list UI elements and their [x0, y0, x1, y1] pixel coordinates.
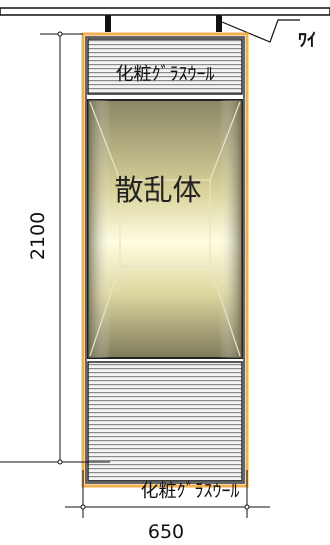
width-dim-label: 650	[148, 521, 184, 543]
bottom-glasswool-panel	[87, 361, 243, 482]
height-dim-tick-top	[57, 31, 63, 37]
scatter-label: 散乱体	[114, 173, 201, 207]
height-dim-tick-bottom	[57, 459, 63, 465]
width-dim-tick-right	[244, 504, 250, 510]
hanger-right	[216, 15, 222, 32]
hanger-left	[105, 15, 111, 32]
width-dim-tick-left	[80, 504, 86, 510]
scatter-bevel-lines	[89, 101, 241, 357]
bottom-panel-label: 化粧ｸﾞﾗｽｳｰﾙ	[141, 481, 240, 502]
top-panel-label: 化粧ｸﾞﾗｽｳｰﾙ	[116, 64, 215, 85]
scatter-panel-side-shade	[88, 100, 242, 358]
top-glasswool-panel	[87, 38, 243, 95]
ceiling-rail	[0, 7, 330, 16]
height-dim-label: 2100	[27, 212, 49, 260]
wire-leader-line	[221, 19, 300, 43]
baffle-inner-border	[85, 36, 245, 484]
wire-label: ﾜｲ	[298, 30, 316, 51]
